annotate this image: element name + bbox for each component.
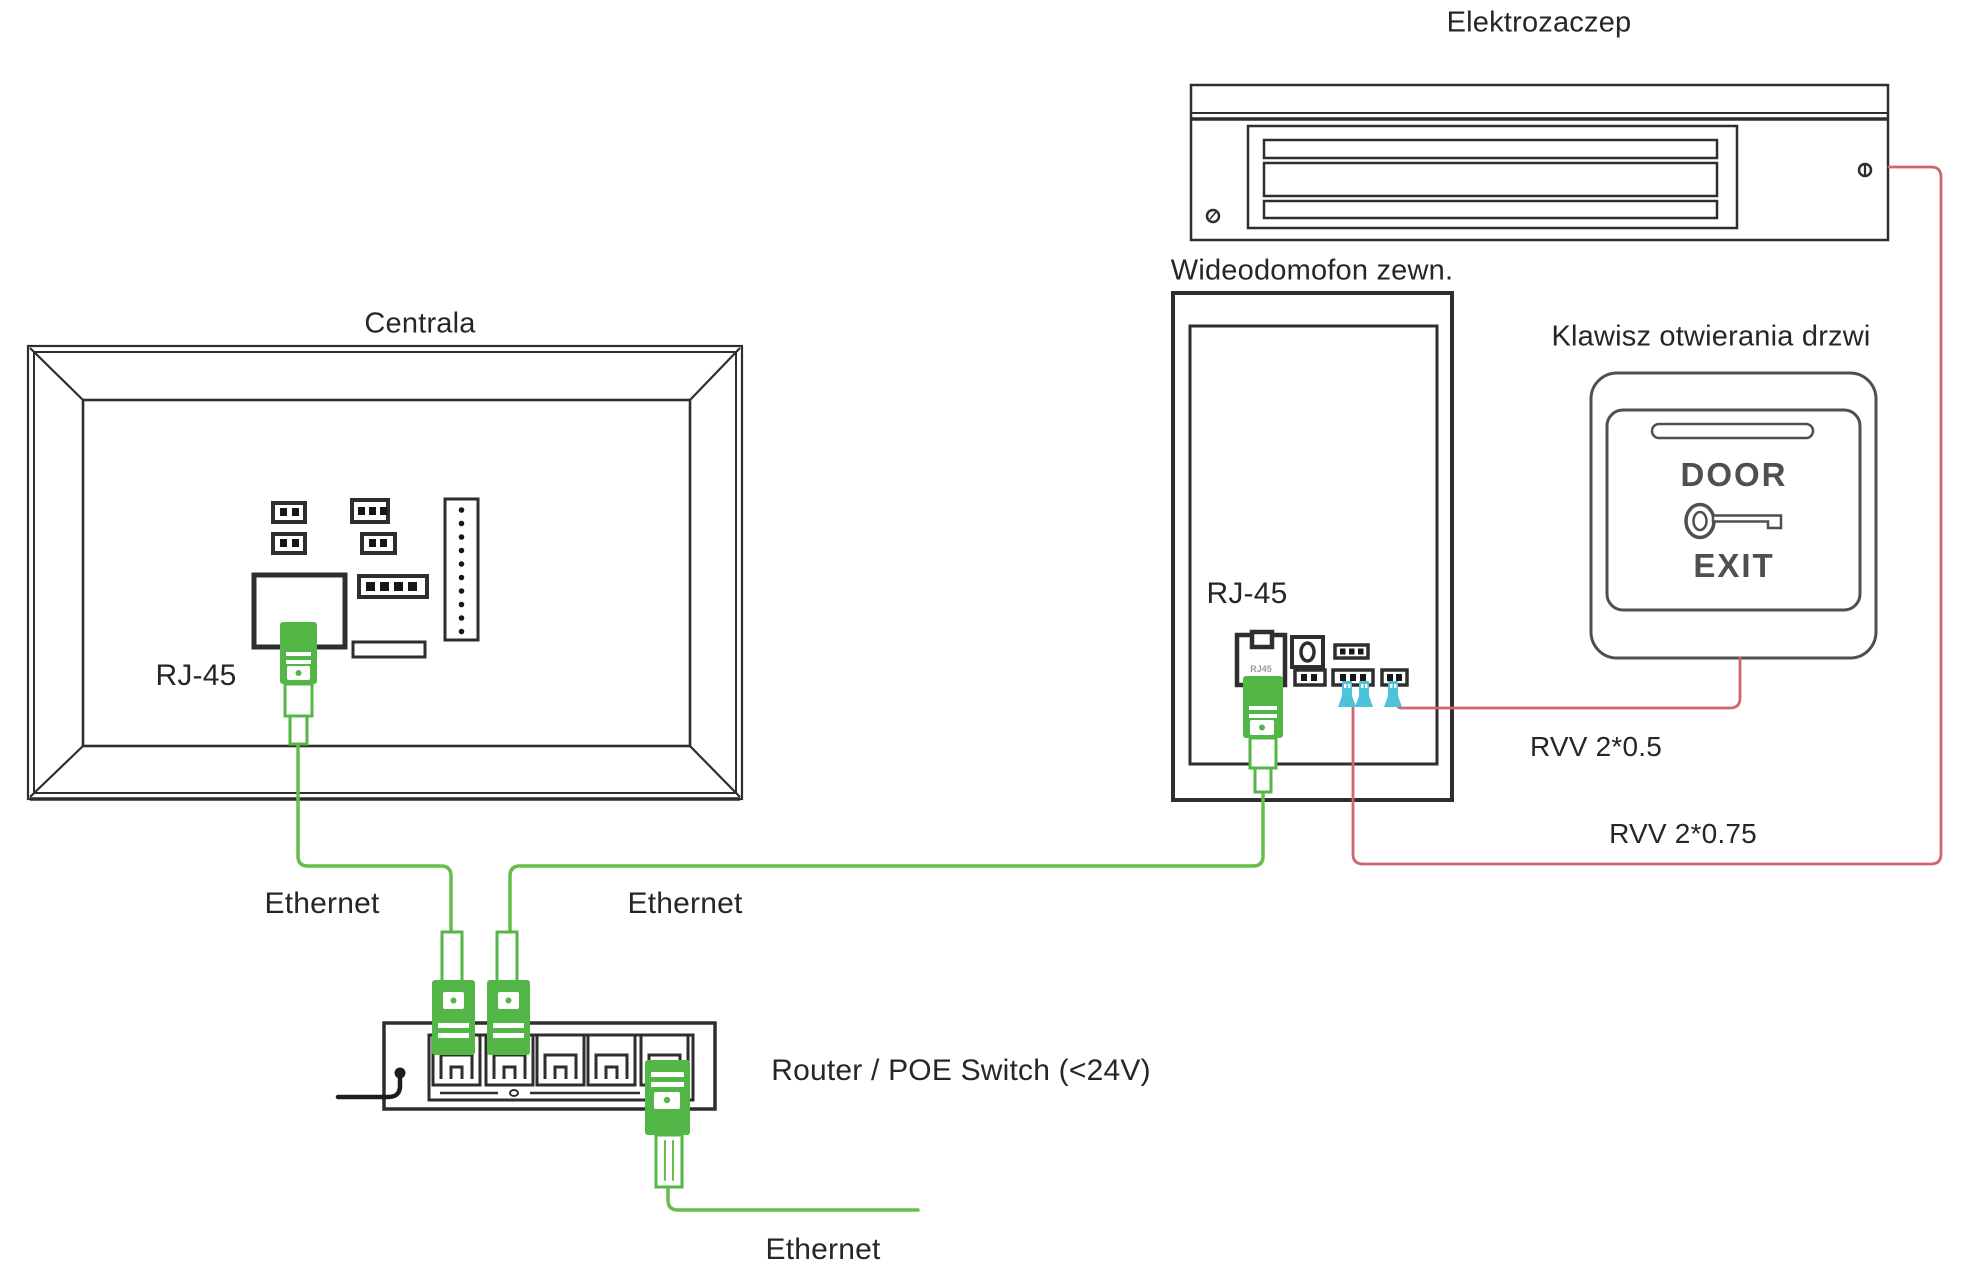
centrala-title: Centrala (364, 307, 476, 340)
ethernet-cable-centrala (296, 742, 453, 936)
rj45-socket-text: RJ45 (1250, 664, 1272, 674)
rvv-05-label: RVV 2*0.5 (1529, 731, 1663, 762)
elektrozaczep-title: Elektrozaczep (1446, 6, 1632, 39)
elektrozaczep-lock (1189, 83, 1890, 242)
screw-icon (1205, 208, 1221, 224)
door-button-title: Klawisz otwierania drzwi (1551, 320, 1871, 353)
rj45-plug-router-port5 (645, 1060, 690, 1189)
ethernet-cable-wideodomofon (508, 788, 1265, 936)
door-exit-button (1589, 371, 1878, 660)
ethernet-label-wideodomofon: Ethernet (627, 887, 743, 920)
router-label: Router / POE Switch (<24V) (771, 1054, 1151, 1087)
button-slot (1650, 422, 1815, 440)
power-cable-icon (335, 1067, 406, 1100)
rj45-plug-centrala (280, 622, 317, 746)
rvv-075-wire (1351, 165, 1943, 866)
centrala-monitor (26, 344, 744, 801)
rvv-075-label: RVV 2*0.75 (1609, 818, 1757, 849)
door-text: DOOR (1680, 456, 1788, 493)
rj45-plug-router-port2 (485, 930, 532, 1057)
rj45-plug-wideodomofon (1243, 676, 1283, 794)
exit-text: EXIT (1693, 547, 1775, 584)
wideodomofon-rj45-label: RJ-45 (1206, 577, 1288, 610)
wideodomofon-board-connectors: RJ45 (1234, 629, 1409, 688)
centrala-rj45-label: RJ-45 (155, 659, 237, 692)
frame-bevel-lines (29, 347, 741, 798)
ethernet-cable-uplink (666, 1183, 920, 1212)
wideodomofon-panel: RJ45 (1171, 291, 1454, 802)
rj45-plug-router-port1 (430, 930, 477, 1057)
ethernet-label-centrala: Ethernet (264, 887, 380, 920)
screw-icon (1857, 162, 1873, 178)
key-icon (1684, 502, 1783, 540)
wideodomofon-title: Wideodomofon zewn. (1170, 254, 1454, 287)
ethernet-label-uplink: Ethernet (765, 1233, 881, 1266)
